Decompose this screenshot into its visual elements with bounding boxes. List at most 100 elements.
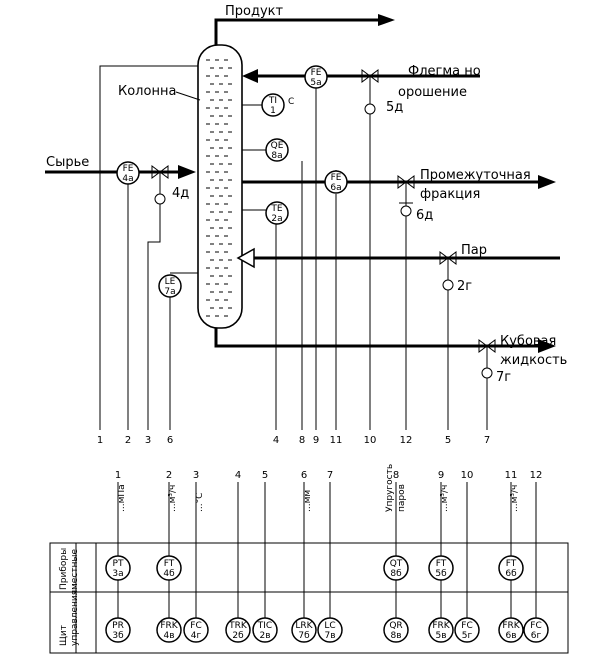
fe4a-num: 4а [122, 174, 133, 184]
bottom-num: 3 [193, 470, 199, 481]
qr8v-tag: QR [389, 621, 402, 631]
sensor-te2a: TE 2а [265, 201, 289, 225]
pt3a-tag: PT [113, 559, 124, 569]
signal-lines-top [99, 65, 488, 430]
local-instruments: PT 3а FT 4б QT 8б FT 5б FT 6б [105, 555, 524, 581]
qe8a-num: 8а [271, 151, 282, 161]
top-num: 3 [145, 435, 151, 446]
top-num: 10 [364, 435, 377, 446]
ft6b-tag: FT [506, 559, 517, 569]
unit-pressure: ...мПа [117, 484, 127, 512]
vertical-labels: ...мПа ...м³/ч ...°С ...мм Упругость пар… [117, 464, 520, 512]
board-fc5g: FC 5г [454, 617, 480, 643]
trk2b-tag: TRK [228, 621, 248, 631]
valve-7g: 7г [478, 339, 511, 385]
valve-2g: 2г [439, 251, 472, 294]
panel-row2-label-1: Щит [59, 625, 69, 646]
product-label: Продукт [225, 4, 284, 19]
valve-4d-label: 4д [172, 186, 189, 201]
qt8b-num: 8б [390, 569, 402, 579]
le7a-num: 7а [164, 287, 175, 297]
bottom-num: 1 [115, 470, 121, 481]
bottom-num: 11 [505, 470, 518, 481]
intermediate-label-1: Промежуточная [420, 168, 531, 183]
steam-label: Пар [461, 243, 487, 258]
sensor-ti1: TI 1 С [261, 93, 294, 117]
unit-temp: ...°С [195, 493, 205, 512]
board-lc7v: LC 7в [317, 617, 343, 643]
top-num: 8 [299, 435, 305, 446]
ft5b-tag: FT [436, 559, 447, 569]
top-num: 9 [313, 435, 319, 446]
top-num: 6 [167, 435, 173, 446]
frk5v-tag: FRK [432, 621, 450, 631]
frk6v-num: 6в [505, 631, 516, 641]
fe5a-num: 5а [310, 78, 321, 88]
lc7v-num: 7в [324, 631, 335, 641]
tic2v-tag: TIC [257, 621, 272, 631]
frk4v-num: 4в [163, 631, 174, 641]
top-line-numbers: 1 2 3 6 4 8 9 11 10 12 5 7 [97, 435, 490, 446]
board-trk2b: TRK 2б [225, 617, 251, 643]
fe5a-tag: FE [311, 68, 322, 78]
qt8b-tag: QT [390, 559, 403, 569]
column-label: Колонна [118, 84, 176, 99]
bottom-num: 4 [235, 470, 241, 481]
board-frk6v: FRK 6в [498, 617, 524, 643]
pt3a-num: 3а [112, 569, 123, 579]
frk5v-num: 5в [435, 631, 446, 641]
panel-row1-label-1: Приборы [59, 548, 69, 590]
local-ft5b: FT 5б [428, 555, 454, 581]
bottom-num: 5 [262, 470, 268, 481]
top-num: 4 [273, 435, 279, 446]
fe4a-tag: FE [123, 164, 134, 174]
te2a-tag: TE [270, 204, 282, 214]
unit-flow-6: ...м³/ч [510, 485, 520, 512]
top-num: 12 [400, 435, 413, 446]
unit-level: ...мм [303, 490, 313, 512]
unit-flow-4: ...м³/ч [168, 485, 178, 512]
bottoms-label-2: жидкость [500, 353, 567, 368]
sensor-fe5a: FE 5а [304, 65, 328, 89]
local-qt8b: QT 8б [383, 555, 409, 581]
ti1-unit: С [288, 97, 294, 107]
fc4g-num: 4г [191, 631, 202, 641]
fc6g-tag: FC [530, 621, 541, 631]
pr3b-tag: PR [112, 621, 124, 631]
feed-line: Сырье [45, 155, 196, 179]
ti1-num: 1 [270, 106, 276, 116]
top-num: 11 [330, 435, 343, 446]
frk6v-tag: FRK [502, 621, 520, 631]
intermediate-label-2: фракция [420, 187, 480, 202]
reflux-label-1: Флегма но [408, 64, 481, 79]
top-num: 1 [97, 435, 103, 446]
board-fc4g: FC 4г [183, 617, 209, 643]
bottom-num: 10 [461, 470, 474, 481]
lrk7b-tag: LRK [295, 621, 313, 631]
reflux-line: Флегма но орошение [242, 64, 481, 100]
qe8a-tag: QE [271, 141, 284, 151]
lrk7b-num: 7б [298, 631, 310, 641]
valve-7g-label: 7г [496, 370, 511, 385]
fc5g-num: 5г [462, 631, 473, 641]
top-num: 5 [445, 435, 451, 446]
bottoms-label-1: Кубовая [500, 334, 556, 349]
valve-2g-label: 2г [457, 279, 472, 294]
board-fc6g: FC 6г [523, 617, 549, 643]
bottom-line-numbers: 1 2 3 4 5 6 7 8 9 10 11 12 [115, 470, 543, 481]
ti1-tag: TI [268, 96, 277, 106]
product-line: Продукт [214, 4, 395, 45]
board-pr3b: PR 3б [105, 617, 131, 643]
board-frk4v: FRK 4в [156, 617, 182, 643]
local-ft6b: FT 6б [498, 555, 524, 581]
top-num: 7 [484, 435, 490, 446]
board-frk5v: FRK 5в [428, 617, 454, 643]
local-ft4b: FT 4б [156, 555, 182, 581]
frk4v-tag: FRK [160, 621, 178, 631]
board-tic2v: TIC 2в [252, 617, 278, 643]
signal-lines-bottom [117, 482, 537, 618]
panel-row1-label-2: местные [70, 548, 80, 590]
te2a-num: 2а [271, 214, 282, 224]
sensor-le7a: LE 7а [158, 274, 182, 298]
qr8v-num: 8в [390, 631, 401, 641]
